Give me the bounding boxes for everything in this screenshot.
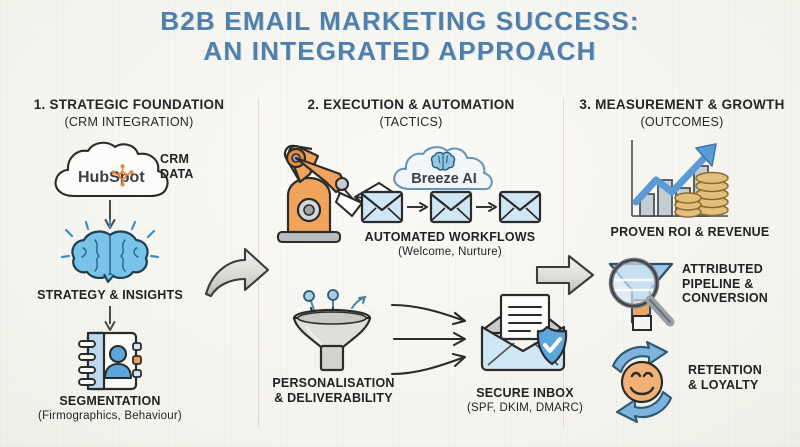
automated-workflows-text: AUTOMATED WORKFLOWS <box>364 230 536 244</box>
segmentation-text: SEGMENTATION <box>59 394 161 408</box>
secure-inbox-sublabel: (SPF, DKIM, DMARC) <box>466 401 584 414</box>
column-header-2: 2. EXECUTION & AUTOMATION (TACTICS) <box>266 97 556 130</box>
personalisation-text: PERSONALISATION <box>272 376 395 390</box>
column-3-heading: 3. MEASUREMENT & GROWTH <box>579 97 785 112</box>
arrows-funnel-to-inbox-icon <box>390 300 482 380</box>
retention-line-2: & LOYALTY <box>688 377 759 392</box>
arrow-down-strategy-to-segmentation-icon <box>103 306 117 332</box>
funnel-icon <box>286 288 378 374</box>
envelope-icon-3 <box>498 190 542 224</box>
attributed-pipeline-label: ATTRIBUTED PIPELINE & CONVERSION <box>682 262 794 306</box>
column-1-heading: 1. STRATEGIC FOUNDATION <box>33 97 225 112</box>
attributed-line-1: ATTRIBUTED <box>682 262 763 276</box>
magnifier-funnel-icon <box>600 252 682 334</box>
retention-line-1: RETENTION <box>688 363 763 377</box>
column-2-heading: 2. EXECUTION & AUTOMATION <box>307 97 515 112</box>
brain-cloud-icon <box>430 151 456 171</box>
deliverability-text: & DELIVERABILITY <box>274 390 393 405</box>
title-line-2: AN INTEGRATED APPROACH <box>203 36 597 66</box>
cycle-smiley-icon <box>601 340 683 424</box>
block-arrow-right-icon <box>534 253 596 297</box>
arrow-right-envelope-1-icon <box>407 200 429 214</box>
proven-roi-revenue-label: PROVEN ROI & REVENUE <box>592 225 788 240</box>
secure-inbox-label: SECURE INBOX (SPF, DKIM, DMARC) <box>432 386 618 415</box>
arrow-right-envelope-2-icon <box>476 200 498 214</box>
hubspot-cloud-icon: HubSpot <box>50 140 175 202</box>
curved-arrow-right-icon <box>203 246 271 302</box>
strategy-insights-text: STRATEGY & INSIGHTS <box>37 288 183 302</box>
automated-workflows-sublabel: (Welcome, Nurture) <box>398 245 502 258</box>
brain-icon <box>60 218 160 284</box>
column-3-subheading: (OUTCOMES) <box>640 114 724 129</box>
attributed-line-3: CONVERSION <box>682 291 769 305</box>
envelope-icon-1 <box>360 190 404 224</box>
breeze-ai-cloud-icon: Breeze AI <box>388 143 500 193</box>
automated-workflows-label: AUTOMATED WORKFLOWS (Welcome, Nurture) <box>350 230 550 259</box>
column-1-subheading: (CRM INTEGRATION) <box>64 114 194 129</box>
segmentation-sublabel: (Firmographics, Behaviour) <box>38 409 182 422</box>
proven-roi-revenue-text: PROVEN ROI & REVENUE <box>610 225 770 239</box>
column-divider-2 <box>563 98 564 428</box>
column-2-subheading: (TACTICS) <box>379 114 443 129</box>
crm-data-label: CRM DATA <box>160 152 230 181</box>
secure-inbox-icon <box>474 293 574 377</box>
title-line-1: B2B EMAIL MARKETING SUCCESS: <box>160 6 640 36</box>
personalisation-deliverability-label: PERSONALISATION & DELIVERABILITY <box>266 376 401 405</box>
breeze-ai-label: Breeze AI <box>411 171 477 187</box>
attributed-line-2: PIPELINE & <box>682 276 754 291</box>
column-header-1: 1. STRATEGIC FOUNDATION (CRM INTEGRATION… <box>8 97 250 130</box>
growth-chart-coins-icon <box>624 136 732 222</box>
retention-loyalty-label: RETENTION & LOYALTY <box>688 363 794 392</box>
crm-data-line-2: DATA <box>160 166 194 181</box>
robot-arm-icon <box>266 140 376 244</box>
contact-book-icon <box>76 330 144 392</box>
secure-inbox-text: SECURE INBOX <box>476 386 574 400</box>
strategy-insights-label: STRATEGY & INSIGHTS <box>18 288 202 303</box>
column-header-3: 3. MEASUREMENT & GROWTH (OUTCOMES) <box>566 97 798 130</box>
envelope-icon-2 <box>429 190 473 224</box>
hubspot-sprocket-icon <box>111 164 134 187</box>
segmentation-label: SEGMENTATION (Firmographics, Behaviour) <box>10 394 210 423</box>
crm-data-line-1: CRM <box>160 152 190 166</box>
page-title: B2B EMAIL MARKETING SUCCESS: AN INTEGRAT… <box>0 6 800 66</box>
